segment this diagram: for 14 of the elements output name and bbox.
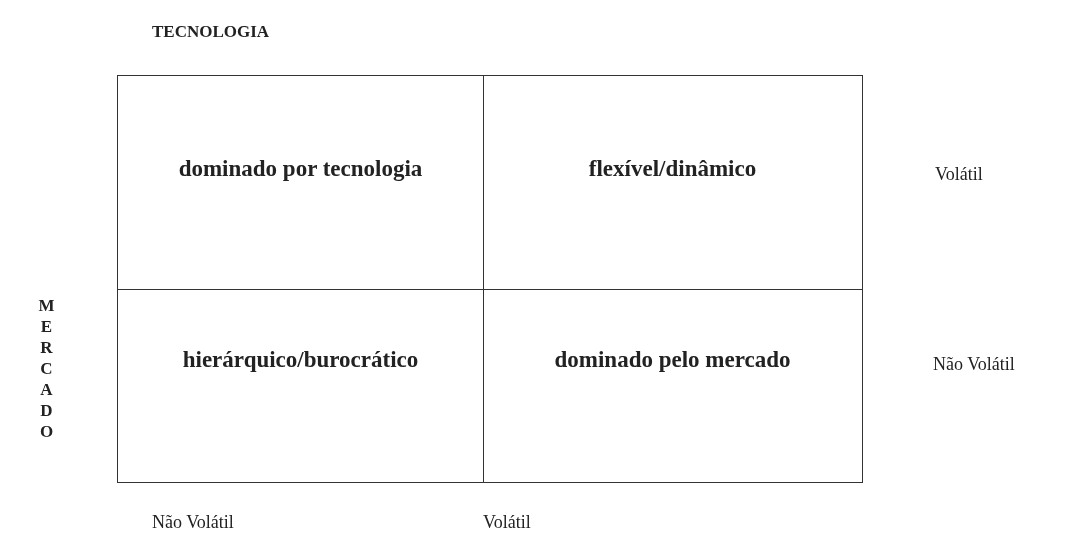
axis-value-label: Não Volátil	[933, 354, 1015, 375]
axis-value-label: Volátil	[483, 512, 531, 533]
axis-title: MERCADO	[36, 296, 56, 443]
quadrant-label: dominado pelo mercado	[554, 347, 791, 374]
quadrant-label: dominado por tecnologia	[178, 156, 423, 183]
axis-value-label: Não Volátil	[152, 512, 234, 533]
axis-title: TECNOLOGIA	[152, 22, 270, 42]
quadrant-label: flexível/dinâmico	[588, 156, 757, 183]
matrix-quadrant	[483, 289, 863, 483]
matrix-quadrant	[483, 75, 863, 290]
matrix-quadrant	[117, 289, 484, 483]
axis-value-label: Volátil	[935, 164, 983, 185]
matrix-quadrant	[117, 75, 484, 290]
quadrant-label: hierárquico/burocrático	[182, 347, 419, 374]
